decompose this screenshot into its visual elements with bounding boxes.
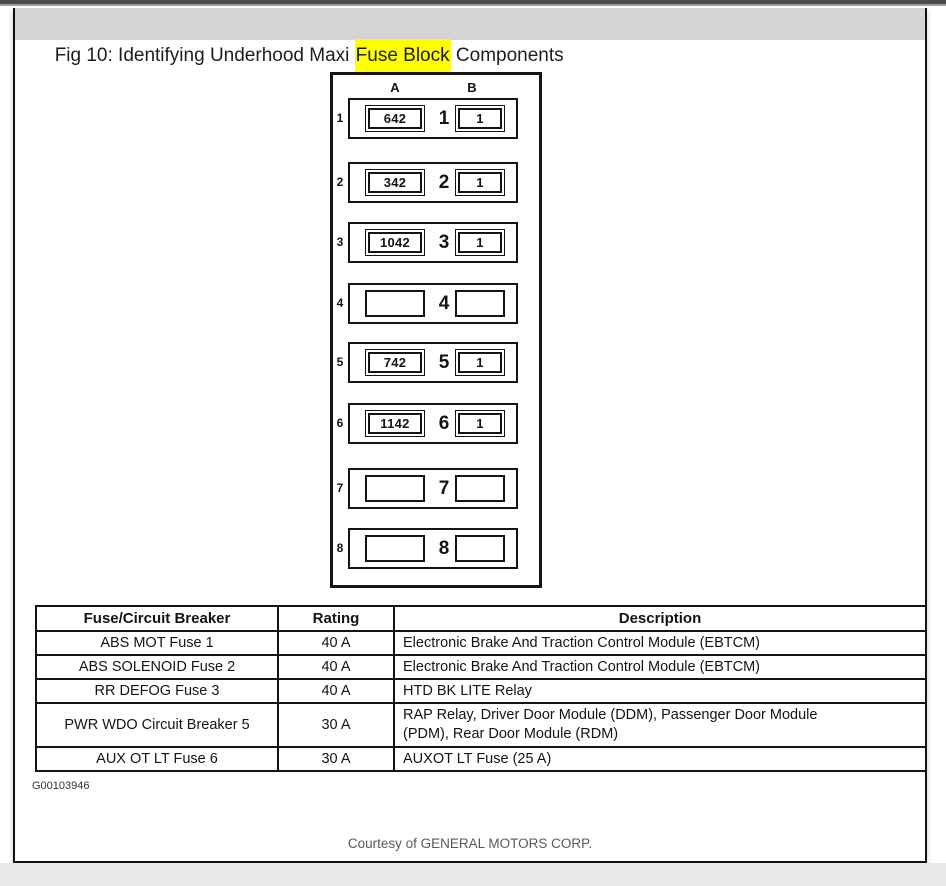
row-number-left: 5 <box>336 355 344 369</box>
row-number-left: 8 <box>336 541 344 555</box>
table-cell-rating: 40 A <box>277 654 395 680</box>
fuse-slot-b: 1 <box>455 410 505 437</box>
table-cell-description: Electronic Brake And Traction Control Mo… <box>393 654 927 680</box>
fuse-slot-value: 1 <box>458 172 502 193</box>
fuse-row-box: 342 2 1 <box>348 162 518 203</box>
fuse-row-6: 6 1142 6 1 <box>315 403 542 444</box>
row-number-left: 3 <box>336 235 344 249</box>
fuse-row-box: 8 <box>348 528 518 569</box>
fuse-row-box: 4 <box>348 283 518 324</box>
figure-title-prefix: Fig 10: Identifying Underhood Maxi <box>54 45 355 66</box>
fuse-slot-value: 1042 <box>368 232 422 253</box>
table-cell-fuse: RR DEFOG Fuse 3 <box>35 678 279 704</box>
row-number-center: 5 <box>438 352 450 373</box>
table-row: AUX OT LT Fuse 6 30 A AUXOT LT Fuse (25 … <box>35 746 927 772</box>
fuse-slot-value: 1 <box>458 413 502 434</box>
row-number-center: 1 <box>438 108 450 129</box>
table-cell-description: Electronic Brake And Traction Control Mo… <box>393 630 927 656</box>
table-header-fuse: Fuse/Circuit Breaker <box>35 605 279 632</box>
table-cell-fuse: ABS SOLENOID Fuse 2 <box>35 654 279 680</box>
fuse-row-3: 3 1042 3 1 <box>315 222 542 263</box>
row-number-left: 2 <box>336 175 344 189</box>
fuse-block-diagram-outline <box>330 72 542 588</box>
fuse-row-7: 7 7 <box>315 468 542 509</box>
fuse-row-4: 4 4 <box>315 283 542 324</box>
fuse-slot-b <box>455 290 505 317</box>
page-background-strip <box>0 863 946 886</box>
fuse-slot-value: 742 <box>368 352 422 373</box>
fuse-slot-a: 342 <box>365 169 425 196</box>
row-number-center: 6 <box>438 413 450 434</box>
table-cell-rating: 30 A <box>277 746 395 772</box>
figure-title-highlight: Fuse Block <box>354 39 451 72</box>
figure-id: G00103946 <box>32 780 90 792</box>
column-label-a: A <box>390 80 400 95</box>
row-number-left: 6 <box>336 416 344 430</box>
table-cell-description: RAP Relay, Driver Door Module (DDM), Pas… <box>393 702 927 748</box>
table-cell-description-text: RAP Relay, Driver Door Module (DDM), Pas… <box>403 707 818 742</box>
table-row: RR DEFOG Fuse 3 40 A HTD BK LITE Relay <box>35 678 927 704</box>
courtesy-note: Courtesy of GENERAL MOTORS CORP. <box>347 836 593 851</box>
row-number-center: 3 <box>438 232 450 253</box>
fuse-slot-a <box>365 535 425 562</box>
table-header-row: Fuse/Circuit Breaker Rating Description <box>35 605 927 632</box>
fuse-slot-b <box>455 475 505 502</box>
fuse-slot-value: 1 <box>458 108 502 129</box>
fuse-slot-b: 1 <box>455 229 505 256</box>
fuse-slot-a: 642 <box>365 105 425 132</box>
fuse-slot-value: 1 <box>458 232 502 253</box>
row-number-center: 7 <box>438 478 450 499</box>
fuse-slot-value: 342 <box>368 172 422 193</box>
figure-title-suffix: Components <box>450 45 564 66</box>
row-number-left: 7 <box>336 481 344 495</box>
fuse-row-box: 7 <box>348 468 518 509</box>
table-cell-rating: 30 A <box>277 702 395 748</box>
fuse-row-8: 8 8 <box>315 528 542 569</box>
table-cell-rating: 40 A <box>277 678 395 704</box>
column-label-b: B <box>467 80 477 95</box>
table-cell-rating: 40 A <box>277 630 395 656</box>
figure-title-bar: Fig 10: Identifying Underhood Maxi Fuse … <box>15 8 925 72</box>
fuse-row-5: 5 742 5 1 <box>315 342 542 383</box>
table-cell-fuse: AUX OT LT Fuse 6 <box>35 746 279 772</box>
fuse-row-2: 2 342 2 1 <box>315 162 542 203</box>
fuse-row-box: 1042 3 1 <box>348 222 518 263</box>
row-number-center: 4 <box>438 293 450 314</box>
fuse-row-box: 642 1 1 <box>348 98 518 139</box>
table-header-description: Description <box>393 605 927 632</box>
window-top-bar <box>0 0 946 6</box>
row-number-center: 2 <box>438 172 450 193</box>
fuse-slot-a <box>365 290 425 317</box>
table-header-rating: Rating <box>277 605 395 632</box>
table-row: ABS MOT Fuse 1 40 A Electronic Brake And… <box>35 630 927 656</box>
fuse-slot-a: 1142 <box>365 410 425 437</box>
fuse-slot-b: 1 <box>455 105 505 132</box>
row-number-left: 1 <box>336 111 344 125</box>
fuse-description-table: Fuse/Circuit Breaker Rating Description … <box>35 605 927 772</box>
fuse-slot-a: 1042 <box>365 229 425 256</box>
fuse-slot-value: 1142 <box>368 413 422 434</box>
fuse-slot-b <box>455 535 505 562</box>
row-number-left: 4 <box>336 296 344 310</box>
fuse-slot-b: 1 <box>455 349 505 376</box>
fuse-slot-b: 1 <box>455 169 505 196</box>
fuse-row-box: 1142 6 1 <box>348 403 518 444</box>
fuse-slot-value: 642 <box>368 108 422 129</box>
row-number-center: 8 <box>438 538 450 559</box>
fuse-slot-a <box>365 475 425 502</box>
table-cell-fuse: PWR WDO Circuit Breaker 5 <box>35 702 279 748</box>
table-cell-description: AUXOT LT Fuse (25 A) <box>393 746 927 772</box>
table-row: ABS SOLENOID Fuse 2 40 A Electronic Brak… <box>35 654 927 680</box>
document-page: Fig 10: Identifying Underhood Maxi Fuse … <box>13 8 927 863</box>
fuse-row-box: 742 5 1 <box>348 342 518 383</box>
fuse-slot-value: 1 <box>458 352 502 373</box>
table-cell-fuse: ABS MOT Fuse 1 <box>35 630 279 656</box>
fuse-slot-a: 742 <box>365 349 425 376</box>
table-row: PWR WDO Circuit Breaker 5 30 A RAP Relay… <box>35 702 927 748</box>
table-cell-description: HTD BK LITE Relay <box>393 678 927 704</box>
fuse-row-1: 1 642 1 1 <box>315 98 542 139</box>
